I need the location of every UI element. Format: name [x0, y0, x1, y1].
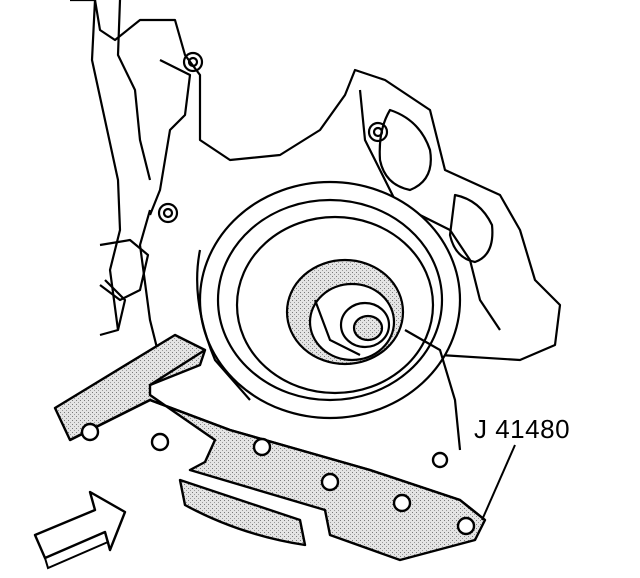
seal-installer-tool [53, 333, 487, 562]
engine-block [70, 0, 562, 362]
tool-callout-label: J 41480 [474, 414, 571, 444]
installation-direction-arrow [33, 490, 127, 570]
callout-leader-line [481, 444, 516, 521]
crankshaft-seal-assembly [138, 180, 462, 451]
